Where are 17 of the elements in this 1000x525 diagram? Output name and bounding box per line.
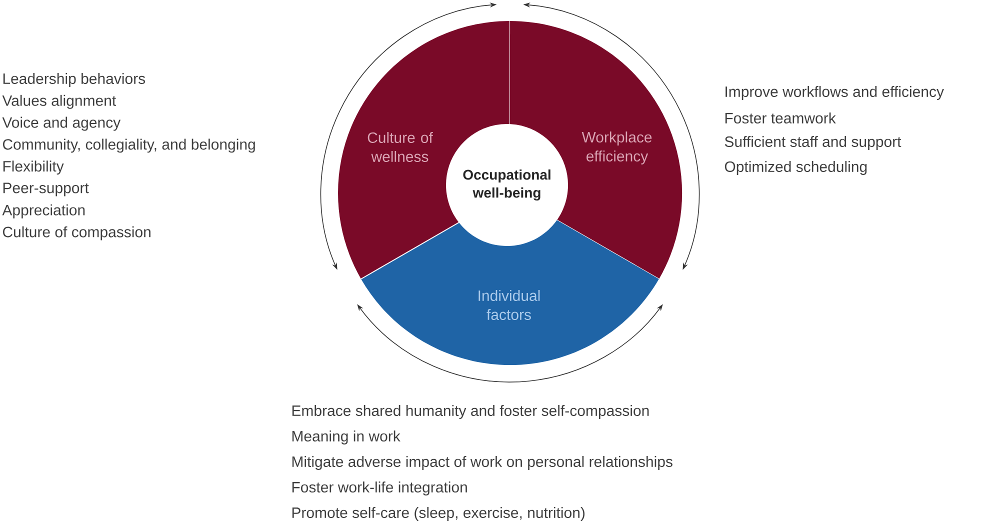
list-item: Appreciation <box>2 204 85 218</box>
list-item: Flexibility <box>3 160 64 175</box>
list-item: Leadership behaviors <box>3 73 146 87</box>
list-item: Improve workflows and efficiency <box>726 86 944 100</box>
list-item: Culture of compassion <box>2 226 150 240</box>
list-item: Optimized scheduling <box>724 161 867 175</box>
list-item: Foster work-life integration <box>292 482 467 496</box>
list-item: Meaning in work <box>292 430 400 444</box>
list-item: Mitigate adverse impact of work on personal relationships <box>292 456 672 470</box>
list-item: Peer-support <box>3 182 89 196</box>
list-item: Values alignment <box>2 94 116 109</box>
list-item: Embrace shared humanity and foster self-compassion <box>292 405 649 419</box>
list-item: Foster teamwork <box>725 112 836 124</box>
list-item: Sufficient staff and support <box>724 136 902 150</box>
list-item: Community, collegiality, and belonging <box>2 138 255 153</box>
list-item: Voice and agency <box>2 116 121 131</box>
list-item: Promote self-care (sleep, exercise, nutrition) <box>292 507 585 521</box>
